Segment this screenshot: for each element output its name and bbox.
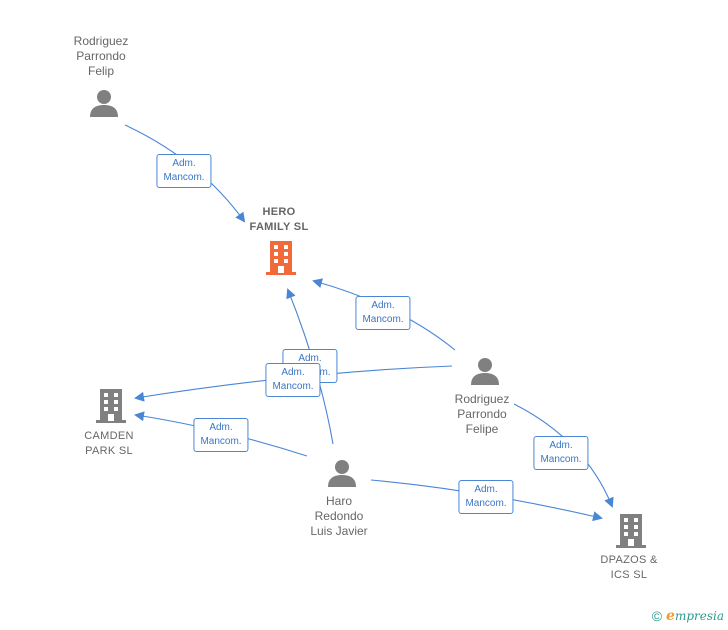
edge-label-felip-to-hero: Adm. Mancom. — [156, 154, 212, 188]
building-icon[interactable] — [266, 241, 296, 275]
edge-label-haro-to-dpazos: Adm. Mancom. — [458, 480, 514, 514]
edge-label-felipe-to-camden: Adm. Mancom. — [265, 363, 321, 397]
person-icon[interactable] — [327, 458, 357, 488]
person-label-rodriguez-felipe[interactable]: Rodriguez Parrondo Felipe — [454, 392, 510, 436]
person-label-haro-redondo[interactable]: Haro Redondo Luis Javier — [310, 494, 368, 538]
person-label-rodriguez-felip[interactable]: Rodriguez Parrondo Felip — [73, 34, 129, 78]
empresia-watermark: © empresia — [652, 608, 724, 624]
building-icon[interactable] — [96, 389, 126, 423]
edge-label-felipe-to-dpazos: Adm. Mancom. — [533, 436, 589, 470]
person-icon[interactable] — [89, 88, 119, 118]
building-icon[interactable] — [616, 514, 646, 548]
copyright-icon: © — [651, 608, 663, 624]
brand-logo-initial: e — [666, 608, 675, 624]
company-label-hero-family[interactable]: HERO FAMILY SL — [249, 206, 309, 233]
company-label-dpazos[interactable]: DPAZOS & ICS SL — [600, 554, 658, 581]
company-label-camden-park[interactable]: CAMDEN PARK SL — [84, 430, 134, 457]
edge-label-felipe-to-hero: Adm. Mancom. — [355, 296, 411, 330]
edge-label-haro-to-camden: Adm. Mancom. — [193, 418, 249, 452]
person-icon[interactable] — [470, 356, 500, 386]
brand-logo-text: mpresia — [674, 609, 724, 623]
